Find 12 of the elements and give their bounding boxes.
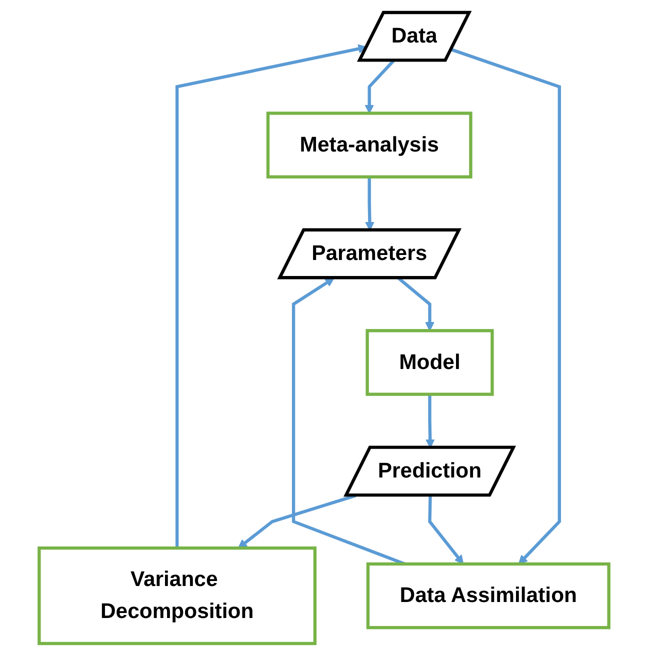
arrow [364, 60, 395, 114]
arrow [425, 394, 435, 448]
arrow [175, 44, 368, 548]
arrow [450, 48, 561, 564]
node-box: Model [366, 329, 494, 396]
arrow [365, 176, 374, 231]
arrow [428, 496, 464, 564]
arrow [397, 276, 434, 332]
arrow [238, 494, 356, 548]
node-box: Variance Decomposition [38, 546, 317, 646]
node-box: Meta-analysis [266, 112, 472, 178]
node-box: Data Assimilation [366, 562, 610, 630]
